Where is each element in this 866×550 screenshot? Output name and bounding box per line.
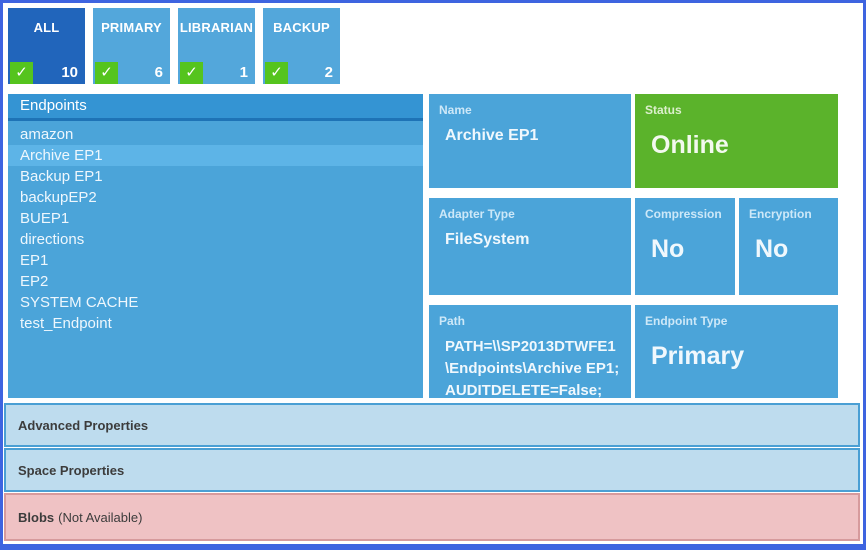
endpoint-list-item[interactable]: Backup EP1 <box>20 168 103 185</box>
endpoints-panel-title: Endpoints <box>8 94 423 121</box>
filter-tile-backup[interactable]: BACKUP ✓ 2 <box>263 8 340 84</box>
path-tile: Path PATH=\\SP2013DTWFE1\Endpoints\Archi… <box>429 305 631 398</box>
filter-tile-label: ALL <box>33 20 60 35</box>
check-icon: ✓ <box>95 62 118 84</box>
advanced-properties-section[interactable]: Advanced Properties <box>4 403 860 447</box>
check-icon: ✓ <box>265 62 288 84</box>
adapter-type-tile: Adapter Type FileSystem <box>429 198 631 295</box>
endpoint-list-item[interactable]: BUEP1 <box>20 210 70 227</box>
endpoint-list-item[interactable]: SYSTEM CACHE <box>20 294 139 311</box>
filter-tile-primary[interactable]: PRIMARY ✓ 6 <box>93 8 170 84</box>
encryption-tile: Encryption No <box>739 198 838 295</box>
filter-tile-count: 10 <box>61 64 78 81</box>
blobs-title: Blobs <box>18 509 55 525</box>
endpoint-type-tile-label: Endpoint Type <box>645 314 728 328</box>
name-tile-value: Archive EP1 <box>445 127 539 144</box>
adapter-type-tile-value: FileSystem <box>445 231 530 248</box>
endpoint-list-item[interactable]: EP1 <box>20 252 49 269</box>
status-tile-value: Online <box>651 131 729 159</box>
check-icon: ✓ <box>180 62 203 84</box>
advanced-properties-title: Advanced Properties <box>18 417 149 433</box>
adapter-type-tile-label: Adapter Type <box>439 207 515 221</box>
endpoint-type-tile: Endpoint Type Primary <box>635 305 838 398</box>
endpoint-type-tile-value: Primary <box>651 342 745 370</box>
status-tile-label: Status <box>645 103 682 117</box>
blobs-section[interactable]: Blobs (Not Available) <box>4 493 860 541</box>
blobs-availability-note: (Not Available) <box>58 509 143 525</box>
endpoints-list: amazon Archive EP1 Backup EP1 backupEP2 … <box>8 121 423 334</box>
endpoint-list-item[interactable]: Archive EP1 <box>8 145 423 166</box>
filter-tile-label: LIBRARIAN <box>179 20 254 35</box>
endpoints-panel: Endpoints amazon Archive EP1 Backup EP1 … <box>8 94 423 398</box>
endpoint-list-item[interactable]: directions <box>20 231 85 248</box>
compression-tile-label: Compression <box>645 207 722 221</box>
endpoint-list-item[interactable]: EP2 <box>20 273 49 290</box>
endpoint-list-item[interactable]: backupEP2 <box>20 189 97 206</box>
filter-tile-count: 6 <box>154 64 163 81</box>
compression-tile-value: No <box>651 235 685 263</box>
filter-tile-all[interactable]: ALL ✓ 10 <box>8 8 85 84</box>
status-tile: Status Online <box>635 94 838 188</box>
endpoint-list-item[interactable]: amazon <box>20 126 74 143</box>
encryption-tile-value: No <box>755 235 789 263</box>
name-tile-label: Name <box>439 103 472 117</box>
encryption-tile-label: Encryption <box>749 207 812 221</box>
check-icon: ✓ <box>10 62 33 84</box>
space-properties-title: Space Properties <box>18 462 125 478</box>
filter-tile-count: 2 <box>324 64 333 81</box>
filter-tile-librarian[interactable]: LIBRARIAN ✓ 1 <box>178 8 255 84</box>
compression-tile: Compression No <box>635 198 735 295</box>
endpoint-list-item[interactable]: test_Endpoint <box>20 315 112 332</box>
filter-tile-label: BACKUP <box>273 20 330 35</box>
path-tile-label: Path <box>439 314 466 328</box>
filter-tile-label: PRIMARY <box>101 20 162 35</box>
name-tile: Name Archive EP1 <box>429 94 631 188</box>
path-tile-value: PATH=\\SP2013DTWFE1\Endpoints\Archive EP… <box>445 338 620 398</box>
space-properties-section[interactable]: Space Properties <box>4 448 860 492</box>
filter-tile-count: 1 <box>239 64 248 81</box>
